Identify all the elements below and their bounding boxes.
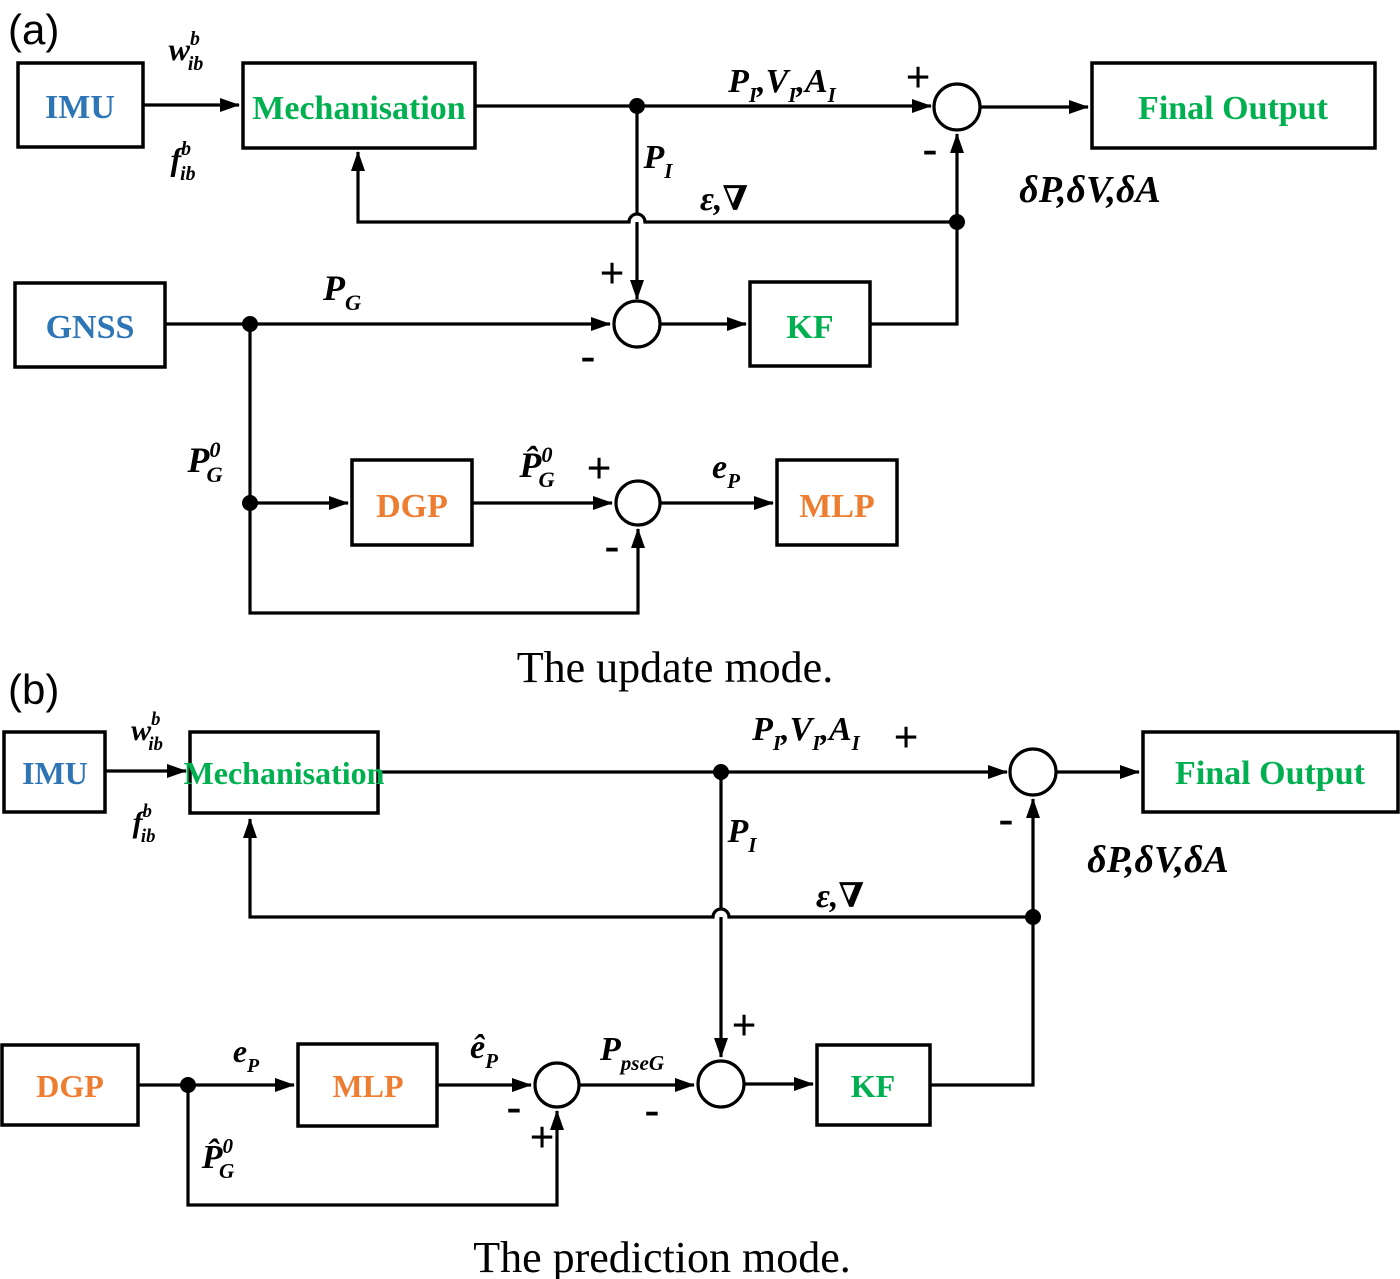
kf-label: KF	[851, 1068, 895, 1104]
sum-junction-pseudo-gnss	[533, 1061, 581, 1109]
error-state-label: δP,δV,δA	[1087, 839, 1229, 881]
gnss-box	[13, 281, 167, 369]
pseudo-gnss-label: PpseG	[599, 1031, 664, 1075]
minus-sign: -	[507, 1082, 522, 1131]
mechanisation-box	[188, 730, 380, 815]
final-output-label: Final Output	[1138, 90, 1329, 127]
predicted-error-label: êP	[470, 1029, 499, 1073]
junction-dot	[1025, 909, 1041, 925]
mlp-box	[296, 1042, 439, 1128]
plus-sign: +	[893, 713, 918, 762]
minus-sign: -	[605, 521, 620, 570]
position-error-label: eP	[712, 449, 741, 493]
minus-sign: -	[923, 124, 938, 173]
mechanisation-box	[241, 61, 477, 150]
line-pg0-loop	[248, 324, 645, 615]
mlp-box	[775, 458, 899, 547]
bias-feedback-label: ε,∇	[816, 878, 864, 915]
ins-state-label: PI,VI,AI	[751, 711, 861, 755]
feedback-to-mechanisation	[243, 818, 1033, 919]
position-error-label: eP	[233, 1033, 260, 1077]
minus-sign: -	[999, 794, 1014, 843]
gnss-position-label: PG	[322, 268, 361, 315]
final-output-box	[1090, 61, 1377, 150]
junction-dot	[242, 316, 258, 332]
panel-a: (a) IMU Mechanisation Final Output GNSS	[8, 6, 1377, 692]
line-kf-output-up	[870, 133, 964, 326]
plus-sign: +	[529, 1113, 554, 1162]
caption-prediction-mode: The prediction mode.	[473, 1233, 851, 1279]
kf-box	[815, 1043, 932, 1127]
plus-sign: +	[599, 249, 624, 298]
final-output-box	[1141, 730, 1400, 814]
imu-box	[16, 61, 145, 149]
dgp-box	[350, 458, 474, 547]
mlp-label: MLP	[332, 1068, 403, 1104]
caption-update-mode: The update mode.	[517, 643, 833, 692]
plus-sign: +	[731, 1001, 756, 1050]
minus-sign: -	[581, 331, 596, 380]
mechanisation-label: Mechanisation	[184, 755, 385, 791]
error-state-label: δP,δV,δA	[1019, 169, 1161, 211]
line-phat-g0-loop	[186, 1085, 564, 1207]
kf-box	[748, 280, 872, 368]
panel-b: (b) IMU Mechanisation Final Output DGP M…	[0, 666, 1400, 1279]
sum-junction-output	[932, 82, 982, 132]
imu-label: IMU	[45, 89, 115, 126]
dgp-label: DGP	[376, 488, 448, 525]
junction-dot	[713, 764, 729, 780]
junction-dot	[180, 1077, 196, 1093]
minus-sign: -	[645, 1085, 660, 1134]
imu-label: IMU	[22, 755, 88, 791]
feedback-to-mechanisation	[351, 151, 957, 224]
junction-dot	[242, 495, 258, 511]
ins-position-label: PI	[727, 813, 758, 857]
mlp-label: MLP	[799, 488, 875, 525]
panel-b-tag: (b)	[8, 666, 59, 713]
junction-dot	[949, 214, 965, 230]
ins-state-label: PI,VI,AI	[727, 63, 837, 107]
bias-feedback-label: ε,∇	[700, 181, 748, 218]
mechanisation-label: Mechanisation	[252, 90, 466, 127]
sum-junction-output	[1008, 747, 1058, 797]
gnss-label: GNSS	[46, 309, 135, 346]
sum-junction-innovation	[696, 1059, 746, 1109]
panel-a-tag: (a)	[8, 6, 59, 53]
sum-junction-dgp-error	[614, 479, 662, 527]
sum-junction-innovation	[612, 299, 662, 349]
plus-sign: +	[905, 53, 930, 102]
kf-label: KF	[786, 309, 833, 346]
dgp-label: DGP	[36, 1068, 104, 1104]
junction-dot	[629, 98, 645, 114]
imu-box	[2, 730, 107, 814]
line-kf-output-up	[930, 798, 1040, 1087]
dgp-box	[0, 1043, 140, 1127]
ins-position-label: PI	[643, 139, 674, 183]
final-output-label: Final Output	[1175, 755, 1366, 792]
plus-sign: +	[586, 444, 611, 493]
